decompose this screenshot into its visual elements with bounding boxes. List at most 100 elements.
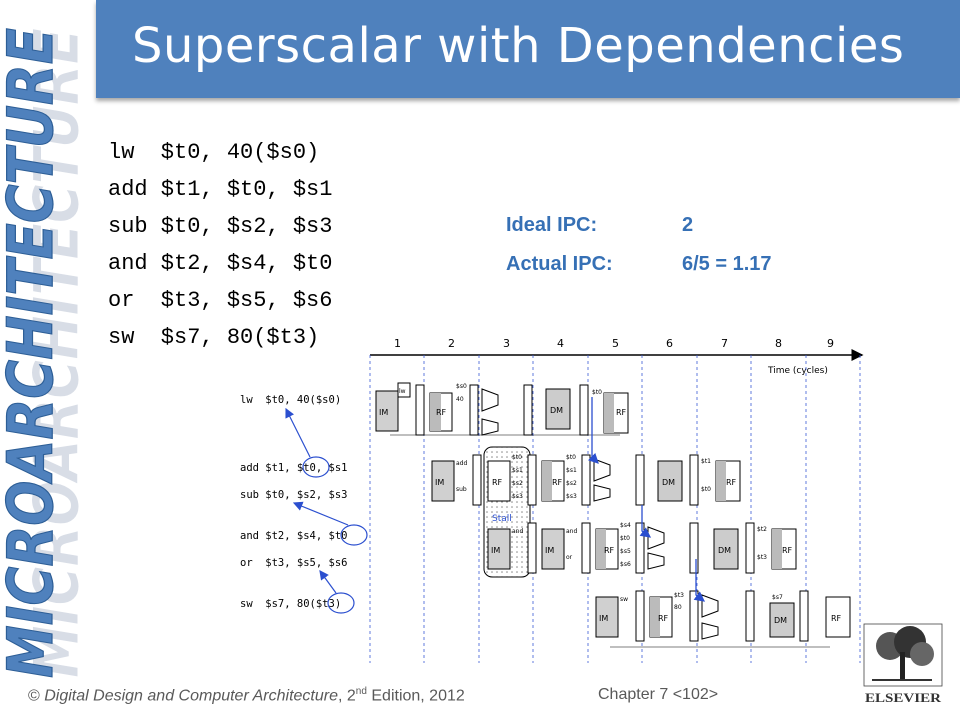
stage-rf: RF <box>552 478 563 487</box>
stage-im: IM <box>435 478 444 487</box>
box-label: $t3 <box>674 592 684 599</box>
box-label: add <box>456 460 467 467</box>
code-listing: lw $t0, 40($s0) add $t1, $t0, $s1 sub $t0,… <box>108 134 332 356</box>
box-label: $t0 <box>566 454 576 461</box>
box-label: $t0 <box>701 486 711 493</box>
code-line: or $t3, $s5, $s6 <box>108 288 333 313</box>
stage-im: IM <box>599 614 608 623</box>
cycle-label: 8 <box>775 337 782 350</box>
stage-rf: RF <box>782 546 793 555</box>
forwarding-arrows <box>587 397 706 602</box>
copyright: © <box>28 687 45 705</box>
pipeline-row-add-sub: IM add sub RF $t0 $s1 $s2 $s3 RF $t0 $s1… <box>431 454 741 506</box>
footer-citation: © Digital Design and Computer Architectu… <box>28 686 465 705</box>
code-line: lw $t0, 40($s0) <box>108 140 320 165</box>
instruction-label: sw $s7, 80($t3) <box>240 598 341 610</box>
edition-text: , 2 <box>338 687 356 705</box>
side-banner-text: MICROARCHITECTURE <box>0 28 67 678</box>
stage-rf: RF <box>831 614 842 623</box>
box-label: $t3 <box>757 554 767 561</box>
stage-rf: RF <box>604 546 615 555</box>
slide-title: Superscalar with Dependencies <box>132 18 905 74</box>
ideal-ipc: Ideal IPC: 2 <box>506 214 693 237</box>
box-label: $s3 <box>512 493 523 500</box>
code-line: add $t1, $t0, $s1 <box>108 177 333 202</box>
box-label: 80 <box>674 604 682 611</box>
pipeline-row-and-or: IM and IM and or RF $s4 $t0 $s5 $s6 DM $… <box>487 522 797 574</box>
stage-rf: RF <box>616 408 627 417</box>
box-label: $s7 <box>772 594 783 601</box>
stage-rf: RF <box>726 478 737 487</box>
side-banner: MICROARCHITECTURE MICROARCHITECTURE <box>0 27 94 678</box>
stage-dm: DM <box>662 478 675 487</box>
box-label: and <box>512 528 523 535</box>
stage-dm: DM <box>550 406 563 415</box>
actual-ipc: Actual IPC: 6/5 = 1.17 <box>506 253 772 276</box>
stage-im: IM <box>491 546 500 555</box>
box-label: $t0 <box>512 454 522 461</box>
box-label: $s2 <box>512 480 523 487</box>
box-label: $s4 <box>620 522 631 529</box>
box-label: sw <box>620 596 628 603</box>
code-line: and $t2, $s4, $t0 <box>108 251 333 276</box>
box-label: and <box>566 528 577 535</box>
box-label: sub <box>456 486 467 493</box>
ideal-ipc-label: Ideal IPC: <box>506 214 598 236</box>
stage-rf: RF <box>492 478 503 487</box>
instruction-label: sub $t0, $s2, $s3 <box>240 489 347 501</box>
cycle-label: 9 <box>827 337 834 350</box>
box-label: $s1 <box>566 467 577 474</box>
box-label: $s6 <box>620 561 631 568</box>
instruction-label: lw $t0, 40($s0) <box>240 394 341 406</box>
cycle-label: 5 <box>612 337 619 350</box>
stage-dm: DM <box>774 616 787 625</box>
box-label: $t1 <box>701 458 711 465</box>
actual-ipc-value: 6/5 = 1.17 <box>682 253 772 275</box>
code-line: sub $t0, $s2, $s3 <box>108 214 333 239</box>
stall-label: Stall <box>492 514 512 524</box>
box-label: $t2 <box>757 526 767 533</box>
cycle-label: 4 <box>557 337 564 350</box>
pipeline-row-sw: IM sw RF $t3 80 $s7 DM RF <box>595 590 851 648</box>
side-banner-shadow: MICROARCHITECTURE <box>20 28 93 678</box>
pipeline-row-lw: IM lw RF $s0 40 DM $t0 RF <box>375 382 629 436</box>
stage-rf: RF <box>658 614 669 623</box>
ideal-ipc-value: 2 <box>682 214 694 236</box>
box-label: lw <box>399 388 406 395</box>
elsevier-logo: ELSEVIER <box>863 623 943 705</box>
stage-dm: DM <box>718 546 731 555</box>
box-label: $t0 <box>592 389 602 396</box>
cycle-labels: 1 2 3 4 5 6 7 8 9 <box>394 337 834 350</box>
edition-sup: nd <box>355 686 367 697</box>
publisher-name: ELSEVIER <box>865 690 942 705</box>
instruction-labels: lw $t0, 40($s0) add $t1, $t0, $s1 sub $t… <box>240 394 347 610</box>
cycle-label: 6 <box>666 337 673 350</box>
time-axis-label: Time (cycles) <box>767 366 828 376</box>
box-label: or <box>566 554 573 561</box>
dependency-marks <box>285 407 368 614</box>
instruction-label: and $t2, $s4, $t0 <box>240 530 347 542</box>
box-label: $s0 <box>456 383 467 390</box>
stage-im: IM <box>545 546 554 555</box>
box-label: $t0 <box>620 535 630 542</box>
title-bar <box>96 0 960 98</box>
edition-text: Edition, 2012 <box>366 687 465 705</box>
book-title: Digital Design and Computer Architecture <box>44 687 338 705</box>
pipeline-diagram: 1 2 3 4 5 6 7 8 9 Time (cycles) lw $t0, … <box>240 337 864 663</box>
stage-im: IM <box>379 408 388 417</box>
box-label: $s5 <box>620 548 631 555</box>
cycle-label: 2 <box>448 337 455 350</box>
cycle-label: 3 <box>503 337 510 350</box>
instruction-label: add $t1, $t0, $s1 <box>240 462 347 474</box>
actual-ipc-label: Actual IPC: <box>506 253 613 275</box>
box-label: $s2 <box>566 480 577 487</box>
stage-rf: RF <box>436 408 447 417</box>
cycle-label: 7 <box>721 337 728 350</box>
instruction-label: or $t3, $s5, $s6 <box>240 557 347 569</box>
code-line: sw $s7, 80($t3) <box>108 325 320 350</box>
chapter-label: Chapter 7 <102> <box>598 686 719 703</box>
box-label: $s1 <box>512 467 523 474</box>
box-label: 40 <box>456 396 464 403</box>
box-label: $s3 <box>566 493 577 500</box>
cycle-label: 1 <box>394 337 401 350</box>
